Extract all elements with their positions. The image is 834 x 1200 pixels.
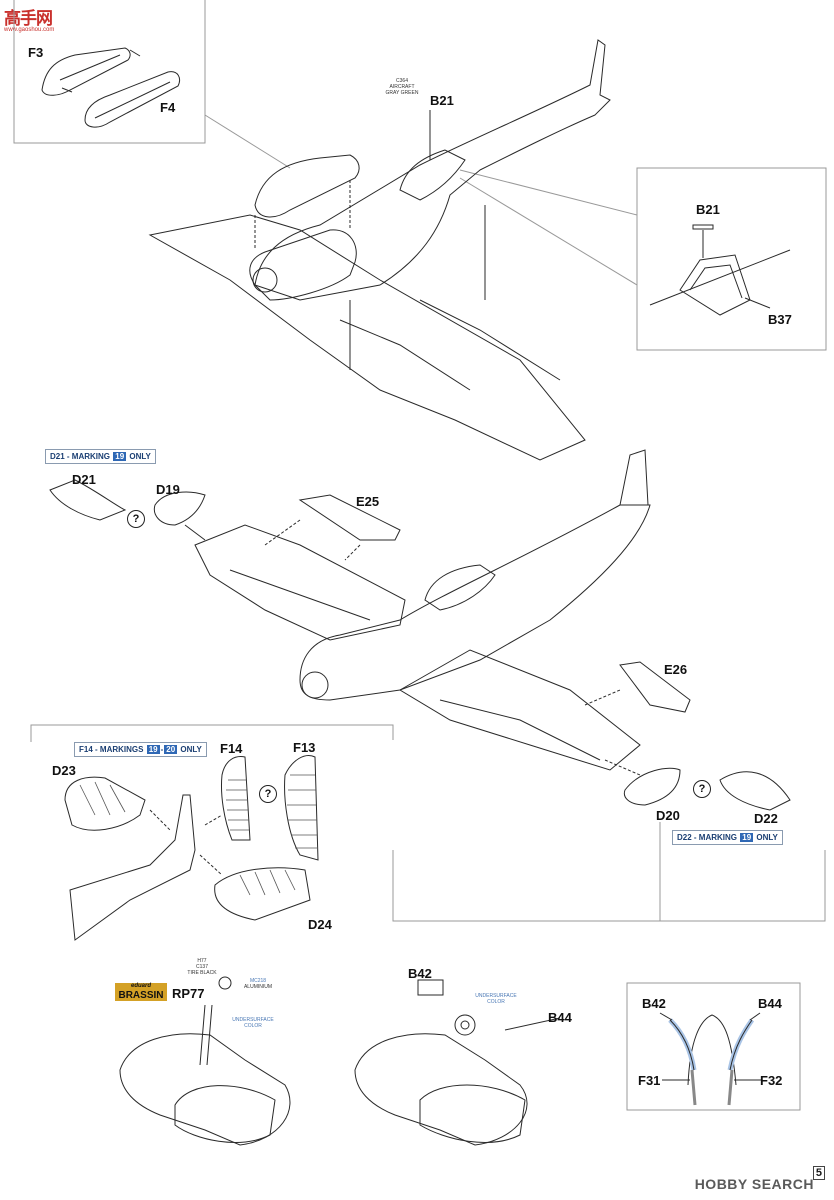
label-f4: F4 [160,100,176,115]
tag-d22-prefix: D22 - [677,833,699,842]
cowl-panel-f4 [84,71,181,128]
part-e25-shape [298,494,401,541]
paint-note-underside-left: UNDERSURFACE COLOR [228,1017,278,1029]
label-f31: F31 [638,1073,661,1088]
paint-code-mc218: MC218 [249,978,267,984]
watermark-logo-url: www.gaoshou.com [4,27,55,33]
aircraft-middle-view [184,449,651,776]
wheel-detail [659,1012,762,1106]
paint-underside-middle-2: COLOR [487,999,505,1005]
paint-code-h77: H77 [197,958,207,964]
cowl-panel-f3 [41,47,131,96]
paint-note-underside-middle: UNDERSURFACE COLOR [470,993,522,1005]
frame-tail-section [30,724,394,742]
part-d19-shape [153,491,206,526]
label-f3: F3 [28,45,44,60]
paint-note-c364: C364 AIRCRAFT GRAY GREEN [382,78,422,96]
paint-underside-left-2: COLOR [244,1023,262,1029]
strut-assembly-middle [354,979,561,1146]
part-d21-shape [49,479,127,521]
label-e26: E26 [664,662,688,677]
label-detail-b42: B42 [642,996,666,1011]
label-detail-b44: B44 [758,996,782,1011]
tag-f14-dash: - [160,745,164,754]
tag-d22-word: MARKING [698,833,740,842]
tag-f14-num1: 19 [146,745,160,754]
label-b37: B37 [768,312,792,327]
tag-d21-prefix: D21 - [50,452,72,461]
marking-tag-f14: F14 - MARKINGS 19-20 ONLY [74,742,207,757]
marking-tag-d21: D21 - MARKING 19 ONLY [45,449,156,464]
aircraft-top-view [148,39,611,461]
tag-d22-num: 19 [740,833,754,842]
question-mark-d21-d19: ? [127,510,145,528]
tag-d21-suffix: ONLY [127,452,151,461]
question-mark-f14-f13: ? [259,785,277,803]
brassin-main-text: BRASSIN [118,990,164,1001]
label-b42: B42 [408,966,432,981]
paint-underside-middle-1: UNDERSURFACE [475,993,517,999]
tag-f14-num2: 20 [164,745,178,754]
watermark-logo: 高手网 www.gaoshou.com [4,4,54,33]
page-number: 5 [812,1166,825,1180]
label-f13: F13 [293,740,316,755]
tail-section [64,755,319,941]
paint-note-aluminium: MC218 ALUMINIUM [238,978,278,990]
part-d22-shape [719,771,791,811]
question-mark-d20-d22: ? [693,780,711,798]
label-e25: E25 [356,494,380,509]
label-d20: D20 [656,808,680,823]
tag-d21-word: MARKING [71,452,113,461]
paint-name-c364: AIRCRAFT [389,84,415,90]
brassin-badge: eduard BRASSIN [115,983,167,1001]
label-d19: D19 [156,482,180,497]
paint-name2-c364: GRAY GREEN [385,90,419,96]
inset-frame-canopy [636,167,827,351]
watermark-footer: HOBBY SEARCH [694,1176,814,1192]
inset-frame-wheel-detail [626,982,801,1111]
label-d24: D24 [308,917,332,932]
label-rp77: RP77 [172,986,205,1001]
paint-name-aluminium: ALUMINIUM [243,984,273,990]
label-d21: D21 [72,472,96,487]
label-f32: F32 [760,1073,783,1088]
paint-code-c364: C364 [396,78,408,84]
canopy-detail [649,224,791,316]
label-b44: B44 [548,1010,572,1025]
inset-frame-top-left [13,0,206,144]
tag-f14-word: MARKINGS [99,745,146,754]
label-d22: D22 [754,811,778,826]
paint-name-tire-black: TIRE BLACK [187,970,217,976]
label-d23: D23 [52,763,76,778]
paint-underside-left-1: UNDERSURFACE [232,1017,274,1023]
label-b21-detail: B21 [696,202,720,217]
paint-code-c137: C137 [196,964,208,970]
part-e26-shape [619,661,691,713]
tag-d21-num: 19 [113,452,127,461]
label-b21-main: B21 [430,93,454,108]
marking-tag-d22: D22 - MARKING 19 ONLY [672,830,783,845]
watermark-logo-text: 高手网 [4,9,53,29]
brassin-top-text: eduard [130,983,151,989]
tag-f14-suffix: ONLY [178,745,202,754]
strut-assembly-left [119,976,291,1146]
paint-note-tire: H77 C137 TIRE BLACK [185,958,219,976]
part-d20-shape [623,767,681,806]
tag-f14-prefix: F14 - [79,745,100,754]
tag-d22-suffix: ONLY [754,833,778,842]
label-f14: F14 [220,741,243,756]
